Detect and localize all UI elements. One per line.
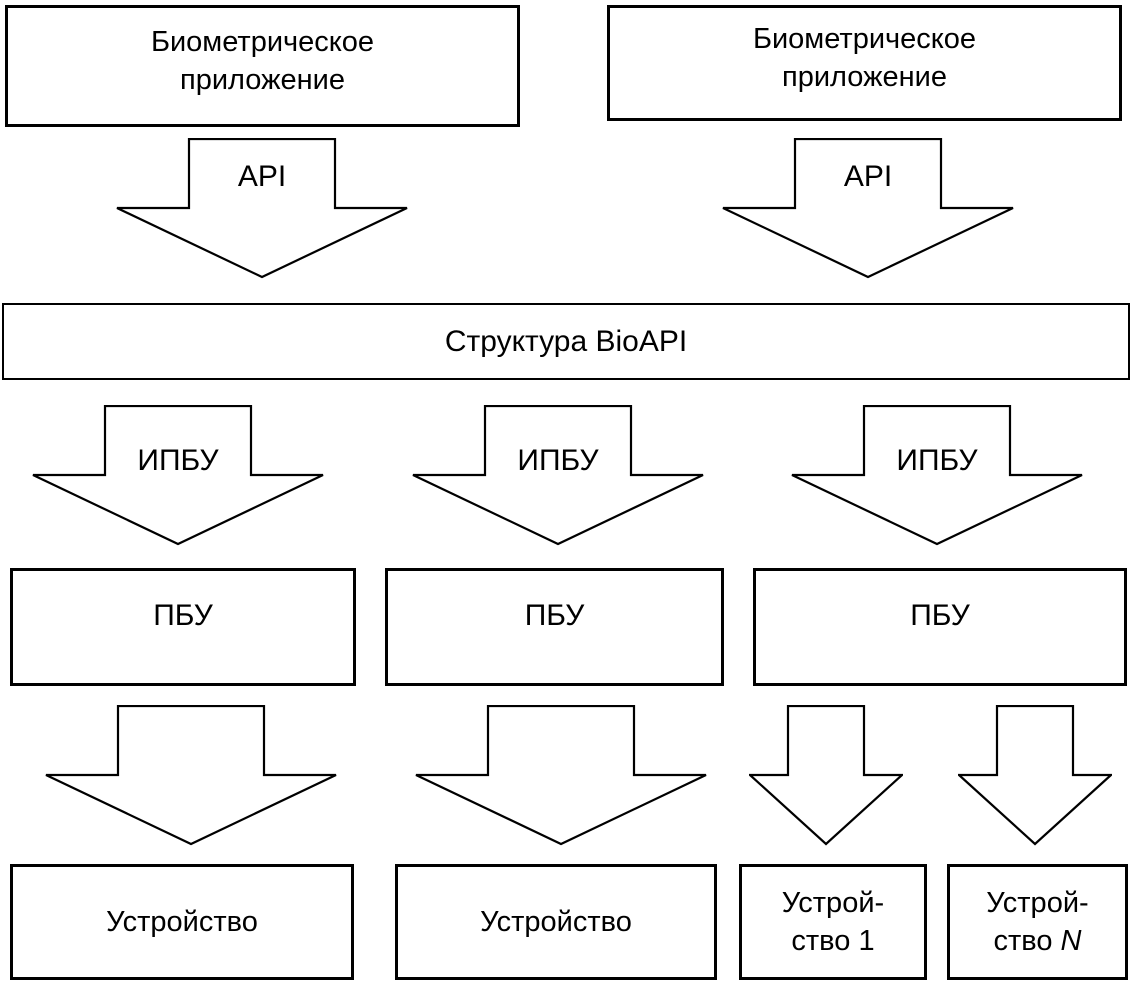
app-box-2: Биометрическое приложение [607, 5, 1122, 121]
framework-box: Структура BioAPI [2, 303, 1130, 380]
app-box-1: Биометрическое приложение [5, 5, 520, 127]
ipbu-down-arrow-icon-1 [32, 405, 324, 546]
device-box-1: Устройство [10, 864, 354, 980]
ipbu-arrow-label-3: ИПБУ [896, 443, 978, 477]
device-box-4: Устрой- ство N [947, 864, 1128, 980]
ipbu-down-arrow-icon-3 [791, 405, 1083, 546]
device-down-arrow-icon-1 [45, 705, 337, 846]
device-down-arrow-icon-4 [958, 705, 1112, 846]
device-box-3: Устрой- ство 1 [739, 864, 927, 980]
device-box-4-line2-variable: N [1060, 925, 1082, 957]
api-down-arrow-icon-2 [722, 138, 1014, 279]
pbu-box-1: ПБУ [10, 568, 356, 686]
pbu-box-3: ПБУ [753, 568, 1127, 686]
device-box-2: Устройство [395, 864, 717, 980]
device-box-4-line1: Устрой- [986, 887, 1089, 919]
ipbu-down-arrow-icon-2 [412, 405, 704, 546]
api-arrow-label-2: API [843, 160, 893, 193]
api-down-arrow-icon-1 [116, 138, 408, 279]
device-down-arrow-icon-3 [749, 705, 903, 846]
device-box-4-lines: Устрой- ство N [986, 884, 1088, 960]
pbu-box-2: ПБУ [385, 568, 724, 686]
device-box-4-line2: ство N [993, 922, 1081, 960]
api-arrow-label-1: API [237, 160, 287, 193]
ipbu-arrow-label-2: ИПБУ [517, 443, 599, 477]
ipbu-arrow-label-1: ИПБУ [137, 443, 219, 477]
device-box-4-line2-text: ство [993, 925, 1061, 957]
device-down-arrow-icon-2 [415, 705, 707, 846]
